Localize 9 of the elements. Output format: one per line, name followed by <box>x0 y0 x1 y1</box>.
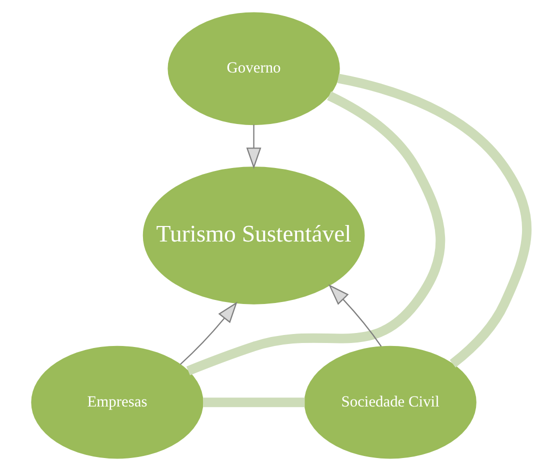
arrow <box>180 302 238 365</box>
node-ellipse: Empresas <box>31 346 204 459</box>
connector <box>186 91 446 376</box>
arrow <box>246 124 262 169</box>
node-ellipse: Sociedade Civil <box>304 346 476 459</box>
arrow <box>328 284 382 347</box>
node-ellipse: Governo <box>168 12 340 126</box>
connector <box>337 74 532 368</box>
connector <box>203 398 305 408</box>
